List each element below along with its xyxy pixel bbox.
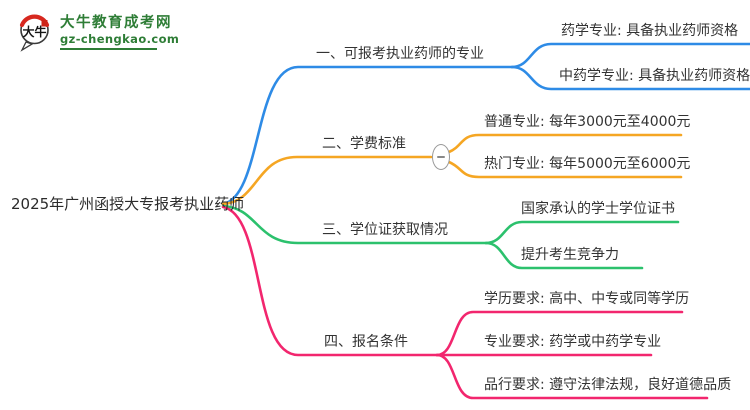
branch4-label: 四、报名条件 bbox=[324, 334, 408, 350]
branch3-child1: 国家承认的学士学位证书 bbox=[521, 201, 675, 217]
branch3-label: 三、学位证获取情况 bbox=[322, 222, 448, 238]
branch2-child2-underline bbox=[447, 160, 683, 179]
branch2-label: 二、学费标准 bbox=[322, 136, 406, 152]
branch3-child2-underline bbox=[484, 241, 644, 270]
branch2-collapse-button[interactable] bbox=[432, 144, 450, 170]
branch4-child1-underline bbox=[435, 310, 684, 357]
branch4-child3: 品行要求: 遵守法律法规，良好道德品质 bbox=[484, 377, 732, 393]
branch1-label: 一、可报考执业药师的专业 bbox=[316, 46, 484, 62]
branch4-child1: 学历要求: 高中、中专或同等学历 bbox=[484, 291, 690, 307]
branch1-child1: 药学专业: 具备执业药师资格 bbox=[561, 23, 739, 39]
logo-seal-icon bbox=[41, 20, 48, 27]
logo-underline bbox=[60, 48, 157, 50]
branch2-child2: 热门专业: 每年5000元至6000元 bbox=[484, 156, 691, 172]
branch2-main-line bbox=[221, 155, 433, 206]
branch2-child1: 普通专业: 每年3000元至4000元 bbox=[484, 114, 691, 130]
logo-url: gz-chengkao.com bbox=[60, 32, 180, 46]
branch4-child3-underline bbox=[435, 353, 709, 400]
branch2-child1-underline bbox=[447, 133, 683, 154]
branch3-child2: 提升考生竞争力 bbox=[521, 247, 619, 263]
branch1-child2-underline bbox=[510, 65, 750, 91]
site-logo: 大牛 大牛教育成考网 gz-chengkao.com bbox=[18, 12, 179, 52]
branch1-child1-underline bbox=[510, 42, 750, 69]
logo-title: 大牛教育成考网 bbox=[60, 15, 172, 31]
logo-icon-text: 大牛 bbox=[22, 24, 46, 39]
branch4-main-line bbox=[221, 205, 439, 357]
minus-icon bbox=[437, 156, 445, 158]
branch3-child1-underline bbox=[484, 220, 680, 245]
branch1-child2: 中药学专业: 具备执业药师资格 bbox=[559, 68, 750, 84]
branch4-child2: 专业要求: 药学或中药学专业 bbox=[484, 334, 662, 350]
logo-bull-icon: 大牛 bbox=[19, 14, 50, 52]
branch3-main-line bbox=[221, 204, 488, 245]
root-topic: 2025年广州函授大专报考执业药师 bbox=[11, 195, 245, 213]
branch1-main-line bbox=[221, 65, 514, 206]
